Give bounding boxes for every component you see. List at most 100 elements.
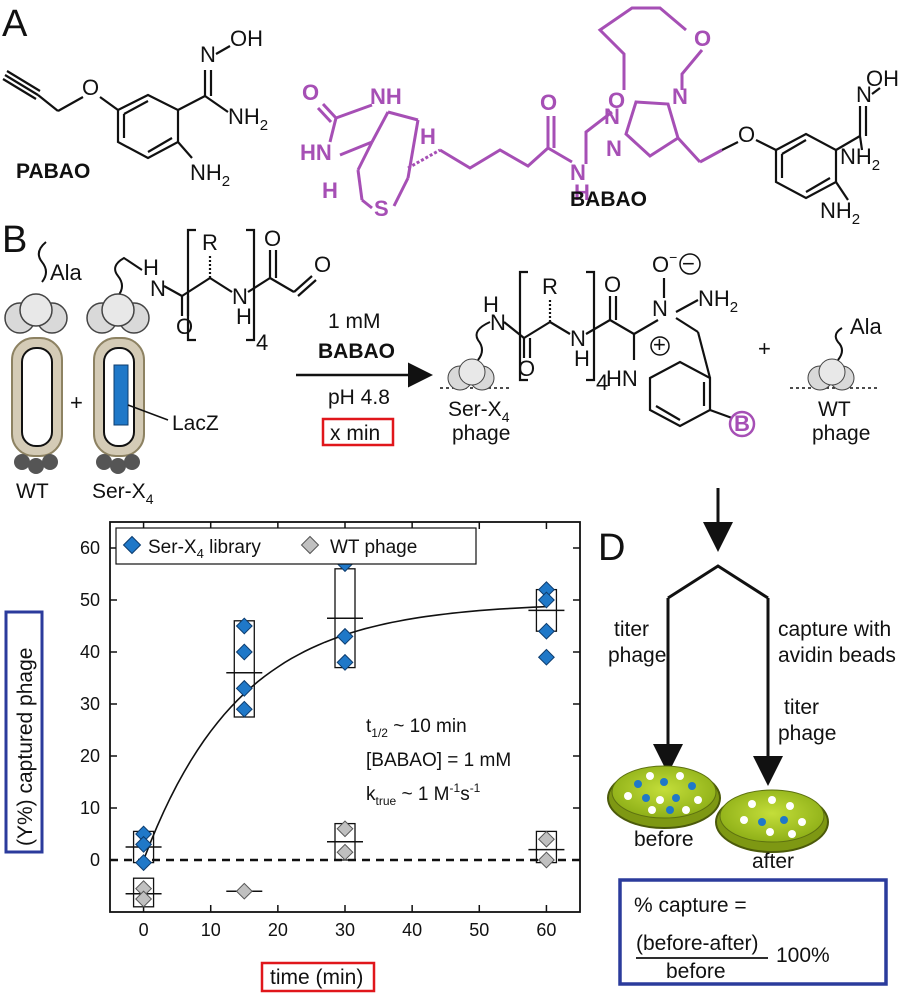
prod-sub4: 4 bbox=[596, 370, 608, 395]
y-tick-label: 0 bbox=[90, 850, 100, 870]
legend-box bbox=[115, 527, 477, 565]
biotin-h-right: H bbox=[420, 124, 436, 149]
biotin-b-symbol: B bbox=[734, 411, 750, 436]
biotin-hn-atom: HN bbox=[300, 140, 332, 165]
wt-point bbox=[537, 830, 555, 848]
serx4-point bbox=[135, 854, 153, 872]
amide-h-atom: H bbox=[574, 180, 590, 205]
pep-n1: N bbox=[150, 276, 166, 301]
peptide-aldehyde-structure: H N O R N H 4 O O bbox=[143, 226, 331, 355]
babao-label: BABAO bbox=[570, 188, 647, 211]
babao-structure: O NH HN H H S O N H O O N N bbox=[300, 6, 899, 228]
x-tick-label: 0 bbox=[139, 920, 149, 940]
prod-h1: H bbox=[483, 292, 499, 317]
triazole-n2: N bbox=[604, 104, 620, 129]
product-label-2: phage bbox=[452, 422, 510, 445]
peg-o1-atom: O bbox=[608, 88, 625, 113]
capture-text-1: capture with bbox=[778, 618, 891, 641]
legend-marker-serx4 bbox=[122, 535, 142, 555]
xlabel-box bbox=[260, 961, 376, 993]
serx4-point bbox=[135, 835, 153, 853]
serx4-point bbox=[537, 581, 555, 599]
panel-label-b: B bbox=[2, 219, 27, 261]
pabao-nh2-bottom: NH2 bbox=[190, 160, 230, 190]
wt-label: WT bbox=[16, 480, 49, 503]
wt-point bbox=[537, 851, 555, 869]
wt-phage-cartoon: Ala bbox=[4, 241, 83, 474]
annot-t-half: t1/2 ~ 10 min bbox=[366, 716, 467, 740]
y-tick-label: 10 bbox=[80, 798, 100, 818]
prod-minus-glyph: − bbox=[682, 251, 695, 276]
annot-k: ktrue ~ 1 M-1s-1 bbox=[366, 781, 481, 808]
time-label: x min bbox=[330, 422, 380, 445]
serx4-point bbox=[235, 679, 253, 697]
y-tick-label: 40 bbox=[80, 642, 100, 662]
formula-box bbox=[618, 878, 888, 986]
wt-point bbox=[135, 880, 153, 898]
pep-n2: N bbox=[232, 284, 248, 309]
chart-legend: Ser-X4 library WT phage bbox=[115, 527, 477, 565]
biotin-o-atom: O bbox=[302, 80, 319, 105]
reagent-label: BABAO bbox=[318, 340, 395, 363]
pabao-label: PABAO bbox=[16, 160, 90, 183]
prod-r: R bbox=[542, 274, 558, 299]
wt-point bbox=[336, 820, 354, 838]
x-tick-label: 60 bbox=[536, 920, 556, 940]
y-tick-label: 20 bbox=[80, 746, 100, 766]
x-tick-label: 10 bbox=[201, 920, 221, 940]
petri-dish-before bbox=[607, 765, 721, 829]
serx4-point bbox=[537, 622, 555, 640]
plus-sign-2: + bbox=[758, 336, 771, 361]
prod-o-minus: O− bbox=[652, 249, 677, 277]
product-structure: N H O R N H 4 O N O− − + NH2 HN bbox=[440, 249, 756, 438]
serx4-point bbox=[135, 825, 153, 843]
annot-babao: [BABAO] = 1 mM bbox=[366, 750, 511, 771]
pep-o3: O bbox=[314, 252, 331, 277]
plus-sign-1: + bbox=[70, 390, 83, 415]
pabao-oh: OH bbox=[230, 26, 263, 51]
wt-ala-label: Ala bbox=[50, 260, 83, 285]
wt-phage-product: Ala bbox=[790, 314, 883, 391]
capture-text-2: avidin beads bbox=[778, 644, 896, 667]
biotin-nh-atom: NH bbox=[370, 84, 402, 109]
after-label: after bbox=[752, 850, 794, 873]
titer-phage-left-2: phage bbox=[608, 644, 666, 667]
peg-o2-atom: O bbox=[694, 26, 711, 51]
serx4-point bbox=[235, 700, 253, 718]
capture-formula: % capture = (before-after) before 100% bbox=[618, 878, 888, 986]
flow-split bbox=[667, 564, 769, 600]
y-tick-label: 50 bbox=[80, 590, 100, 610]
panel-label-a: A bbox=[2, 3, 28, 45]
legend-label-serx4: Ser-X4 library bbox=[148, 537, 261, 561]
amide-o-atom: O bbox=[540, 90, 557, 115]
wt-phage-label-2: phage bbox=[812, 422, 870, 445]
pabao-n-atom: N bbox=[200, 42, 216, 67]
babao-ether-o: O bbox=[738, 122, 755, 147]
x-tick-label: 50 bbox=[469, 920, 489, 940]
formula-numerator: (before-after) bbox=[636, 932, 759, 955]
time-box bbox=[321, 417, 395, 447]
wt-point bbox=[336, 843, 354, 861]
serx4-label: Ser-X4 bbox=[92, 480, 154, 507]
biotin-s-atom: S bbox=[374, 196, 389, 221]
serx4-point bbox=[537, 648, 555, 666]
pep-h1: H bbox=[143, 255, 159, 280]
ylabel-box bbox=[4, 610, 44, 854]
pep-r1: R bbox=[202, 230, 218, 255]
titer-phage-right-1: titer bbox=[784, 696, 819, 719]
babao-nh2-bottom: NH2 bbox=[820, 198, 860, 228]
pep-h2: H bbox=[236, 304, 252, 329]
pabao-structure: O N OH NH2 NH2 bbox=[2, 26, 268, 190]
prod-n3: N bbox=[652, 296, 668, 321]
y-tick-label: 30 bbox=[80, 694, 100, 714]
prod-plus-glyph: + bbox=[653, 332, 666, 357]
serx4-point bbox=[235, 617, 253, 635]
biotin-h-left: H bbox=[322, 178, 338, 203]
titer-phage-right-2: phage bbox=[778, 722, 836, 745]
y-tick-label: 60 bbox=[80, 538, 100, 558]
x-axis-label: time (min) bbox=[270, 966, 363, 989]
wt-product-ala: Ala bbox=[850, 314, 883, 339]
wt-point bbox=[235, 882, 253, 900]
